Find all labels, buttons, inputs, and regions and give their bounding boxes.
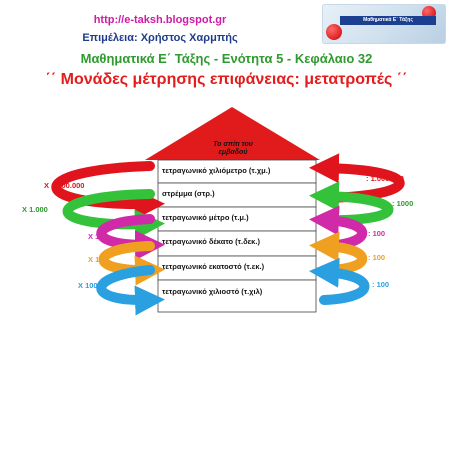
- house-roof: [145, 107, 320, 160]
- unit-square-decimeter: τετραγωνικό δέκατο (τ.δεκ.): [162, 237, 260, 246]
- multiply-label-1: X 1.000.000: [44, 181, 85, 190]
- house-body: [157, 159, 317, 313]
- editor-credit: Επιμέλεια: Χρήστος Χαρμπής: [82, 32, 238, 44]
- arrow-multiply-3: [96, 214, 165, 261]
- multiply-label-4: X 100: [88, 255, 108, 264]
- arrow-multiply-1: [51, 161, 165, 220]
- page-title: ΄΄ Μονάδες μέτρησης επιφάνειας: μετατροπ…: [45, 71, 408, 88]
- divide-label-4: : 100: [368, 253, 386, 262]
- arrow-divide-5: [309, 257, 370, 305]
- house-roof-label: Το σπίτι του εμβαδού: [213, 141, 253, 156]
- page-subtitle: Μαθηματικά Ε΄ Τάξης - Ενότητα 5 - Κεφάλα…: [80, 51, 373, 66]
- unit-square-millimeter: τετραγωνικό χιλιοστό (τ.χιλ): [162, 287, 263, 296]
- unit-square-meter: τετραγωνικό μέτρο (τ.μ.): [162, 213, 249, 222]
- divide-label-2: : 1000: [392, 199, 414, 208]
- divide-label-5: : 100: [372, 280, 390, 289]
- apple-icon: [326, 24, 342, 40]
- multiply-label-5: X 100: [78, 281, 98, 290]
- unit-square-kilometer: τετραγωνικό χιλιόμετρο (τ.χμ.): [162, 166, 271, 175]
- unit-square-centimeter: τετραγωνικό εκατοστό (τ.εκ.): [162, 262, 265, 271]
- banner-text: Μαθηματικά Ε΄ Τάξης: [340, 16, 436, 25]
- divide-label-1: : 1.000.000: [366, 174, 404, 183]
- multiply-label-3: X 100: [88, 232, 108, 241]
- multiply-label-2: X 1.000: [22, 205, 48, 214]
- arrow-multiply-5: [96, 265, 165, 316]
- header-banner-image: Μαθηματικά Ε΄ Τάξης: [322, 4, 446, 44]
- blog-url[interactable]: http://e-taksh.blogspot.gr: [93, 14, 227, 26]
- divide-label-3: : 100: [368, 229, 386, 238]
- arrow-divide-4: [309, 231, 368, 275]
- unit-stremma: στρέμμα (στρ.): [162, 189, 215, 198]
